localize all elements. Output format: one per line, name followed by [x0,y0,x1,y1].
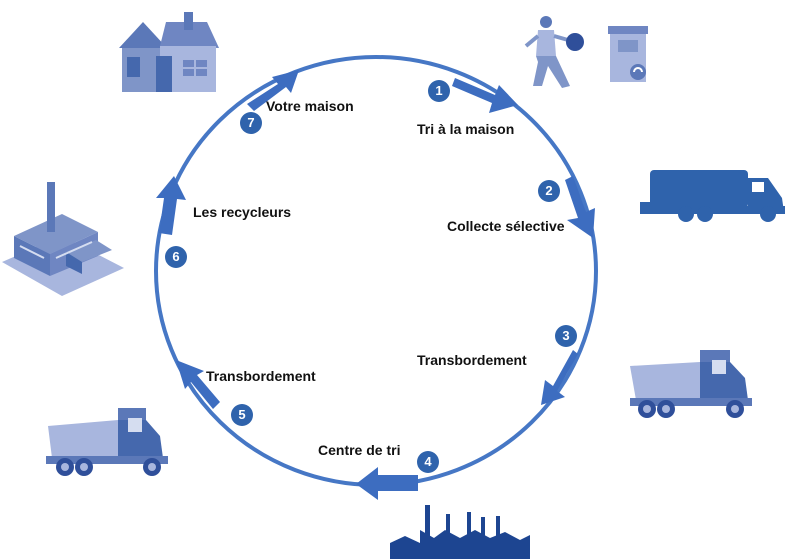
step-5-label: Transbordement [206,368,316,384]
step-1-badge: 1 [428,80,450,102]
arrow-to-step-1 [452,78,518,113]
cycle-arrows [156,70,595,500]
house-icon [119,12,219,92]
step-2-badge: 2 [538,180,560,202]
dump-truck-icon [46,408,168,476]
step-4-label: Centre de tri [318,442,401,458]
person-sorting-trash-icon [524,16,648,88]
step-4-badge: 4 [417,451,439,473]
step-6-label: Les recycleurs [193,204,292,220]
step-5-badge: 5 [231,404,253,426]
arrow-to-step-3 [541,350,578,405]
arrow-to-step-7 [247,70,299,111]
step-1-label: Tri à la maison [417,121,515,137]
arrow-to-step-6 [156,176,186,235]
recycling-plant-icon [2,182,124,296]
step-7-badge: 7 [240,112,262,134]
garbage-truck-icon [640,170,785,222]
dump-truck-icon [630,350,752,418]
arrow-to-step-2 [565,176,595,238]
factory-skyline-icon [390,505,530,559]
arrow-to-step-4 [356,467,418,500]
step-2-label: Collecte sélective [447,218,565,234]
cycle-ring [154,55,598,487]
step-3-label: Transbordement [417,352,527,368]
arrow-to-step-5 [176,360,220,409]
step-7-label: Votre maison [266,98,354,114]
step-3-badge: 3 [555,325,577,347]
step-6-badge: 6 [165,246,187,268]
